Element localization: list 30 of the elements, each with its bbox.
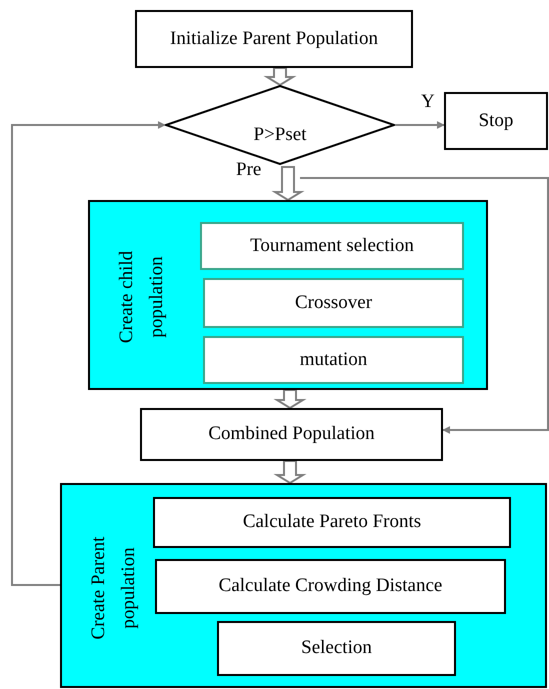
arrow [11, 121, 166, 586]
process-box [200, 222, 464, 270]
block-arrow [273, 389, 307, 410]
process-box [140, 408, 443, 461]
box-label: Calculate Pareto Fronts [242, 510, 422, 534]
box-label: Initialize Parent Population [170, 26, 378, 51]
box-label: Crossover [294, 290, 372, 315]
arrow [300, 177, 549, 434]
process-box [203, 278, 464, 328]
process-box [155, 559, 506, 614]
box-label: Combined Population [208, 422, 375, 446]
condition-text: P>Pset [254, 122, 306, 147]
block-arrow [271, 166, 305, 202]
box-label: Stop [478, 108, 514, 133]
group-panel [88, 200, 488, 390]
block-arrow [263, 67, 297, 86]
box-label: mutation [300, 348, 368, 372]
group-label: Create Parent population [87, 535, 140, 641]
process-box [203, 336, 464, 384]
group-panel [60, 483, 547, 688]
group-label: Create child population [115, 250, 168, 346]
process-box [153, 497, 511, 548]
box-label: Tournament selection [250, 234, 414, 258]
process-box [444, 92, 548, 150]
process-box [135, 10, 413, 68]
box-label: Calculate Crowding Distance [218, 574, 442, 598]
process-box [217, 621, 456, 676]
arrow [395, 121, 445, 129]
box-label: Selection [301, 636, 372, 660]
block-arrow [273, 460, 307, 484]
